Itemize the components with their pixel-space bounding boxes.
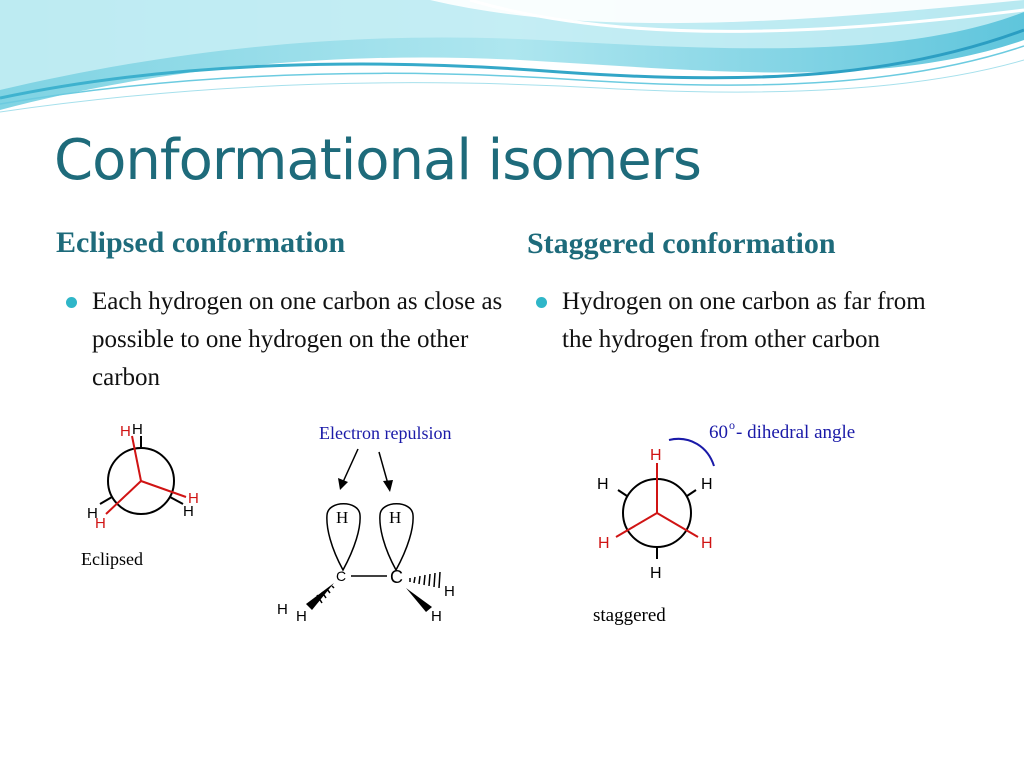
staggered-heading: Staggered conformation <box>527 227 836 260</box>
staggered-back-h-right: H <box>701 476 713 493</box>
lobe-h-right: H <box>389 508 401 527</box>
eclipsed-bullet: Each hydrogen on one carbon as close as … <box>66 283 512 397</box>
bullet-dot-icon <box>66 297 77 308</box>
staggered-back-h-bottom: H <box>650 565 662 582</box>
staggered-caption: staggered <box>593 605 666 626</box>
wedge-bond <box>406 588 432 612</box>
staggered-back-h-left: H <box>597 476 609 493</box>
sawhorse-h-right-1: H <box>444 583 455 600</box>
eclipsed-back-h-right: H <box>183 503 194 520</box>
dihedral-arc <box>668 437 715 467</box>
staggered-front-h-right: H <box>701 535 713 552</box>
eclipsed-newman-projection: H H H H H H Eclipsed <box>81 421 199 569</box>
lobe-h-left: H <box>336 508 348 527</box>
electron-repulsion-diagram: Electron repulsion H H C C H H <box>277 423 455 625</box>
hashed-bond-right <box>409 571 441 589</box>
staggered-front-h-left: H <box>598 535 610 552</box>
header-wave-decoration <box>0 0 1024 113</box>
staggered-bullet-text: Hydrogen on one carbon as far from the h… <box>562 288 926 353</box>
eclipsed-front-h-right: H <box>188 490 199 507</box>
eclipsed-bullet-text: Each hydrogen on one carbon as close as … <box>92 288 503 391</box>
wedge-bond <box>306 583 334 610</box>
eclipsed-front-h-left: H <box>95 515 106 532</box>
slide-title: Conformational isomers <box>54 128 702 193</box>
staggered-front-h-top: H <box>650 447 662 464</box>
arrow-head-icon <box>383 480 393 492</box>
hashed-bond-left <box>316 585 335 604</box>
dihedral-degree-mark: o <box>729 418 735 432</box>
staggered-bullet: Hydrogen on one carbon as far from the h… <box>536 283 962 359</box>
dihedral-angle-value: 60 <box>709 422 728 443</box>
eclipsed-front-h-top: H <box>120 423 131 440</box>
bullet-dot-icon <box>536 297 547 308</box>
eclipsed-back-h-left: H <box>87 505 98 522</box>
arrow-head-icon <box>338 478 348 490</box>
dihedral-angle-label: - dihedral angle <box>736 422 855 443</box>
sawhorse-h-left-1: H <box>277 601 288 618</box>
eclipsed-back-h-top: H <box>132 421 143 438</box>
sawhorse-h-right-2: H <box>431 608 442 625</box>
eclipsed-heading: Eclipsed conformation <box>56 226 346 259</box>
sawhorse-h-left-2: H <box>296 608 307 625</box>
eclipsed-caption: Eclipsed <box>81 549 143 569</box>
carbon-back: C <box>336 568 346 584</box>
carbon-front: C <box>390 567 403 587</box>
electron-repulsion-label: Electron repulsion <box>319 423 451 443</box>
staggered-newman-projection: 60 o - dihedral angle H H H H H H stagge… <box>593 418 855 626</box>
